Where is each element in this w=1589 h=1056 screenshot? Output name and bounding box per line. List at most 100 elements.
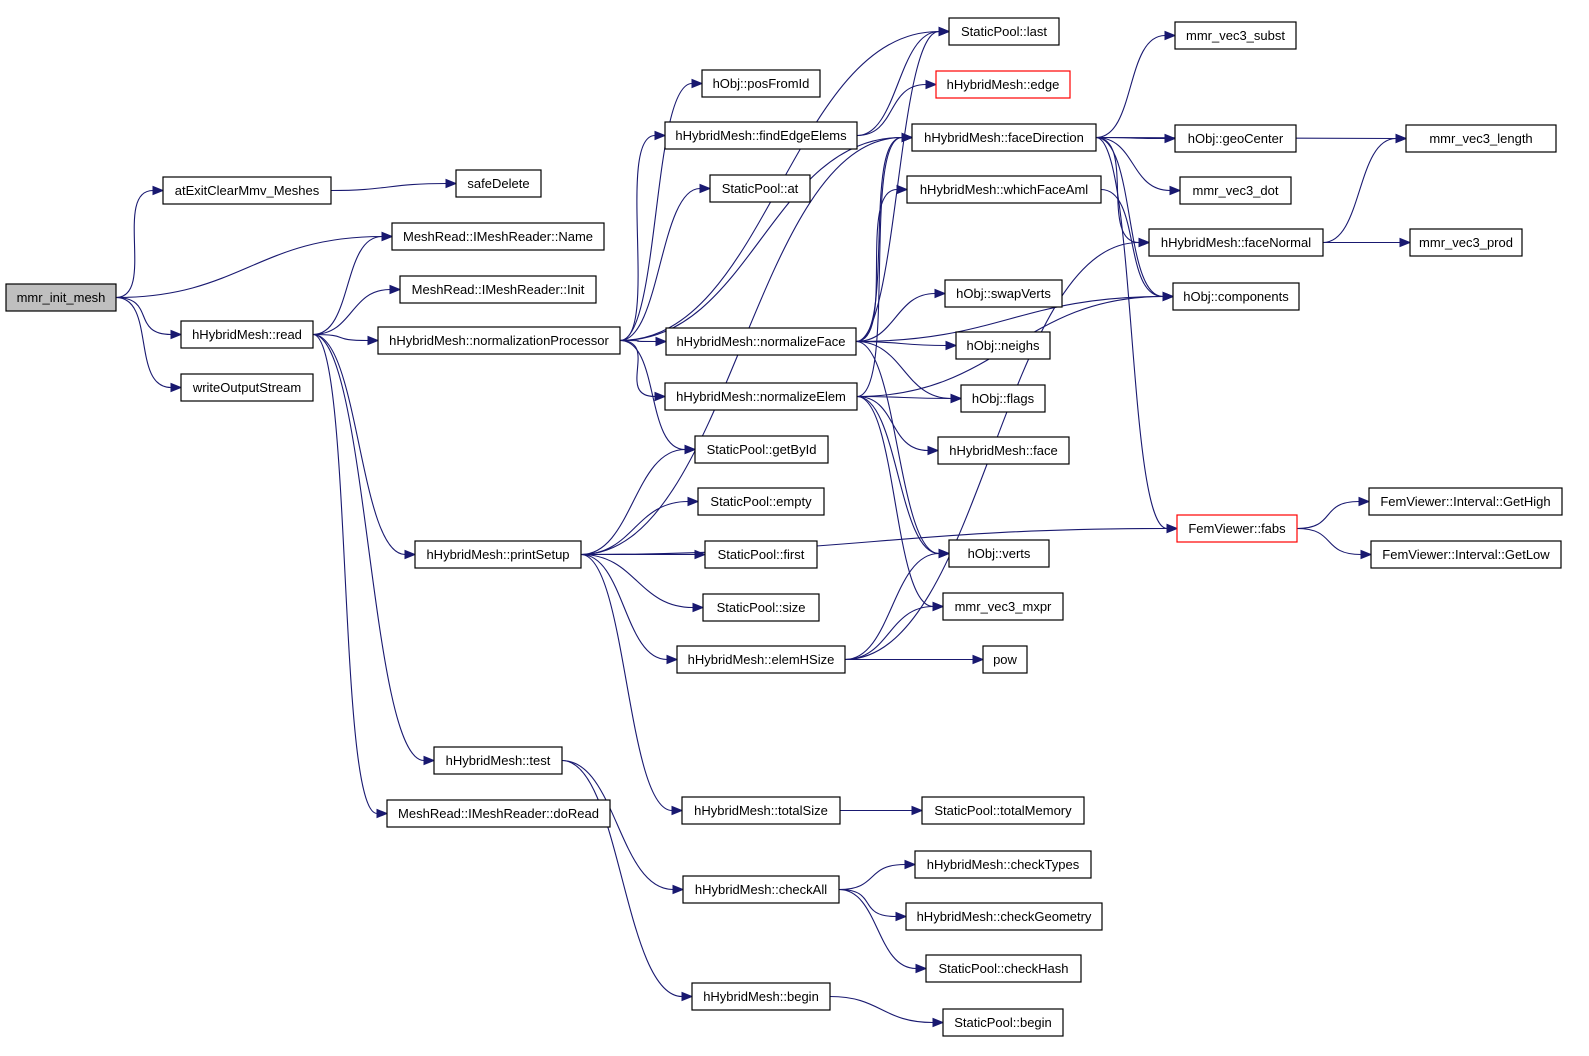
node-mmr_init_mesh[interactable]: mmr_init_mesh: [5, 283, 117, 312]
node-getHigh[interactable]: FemViewer::Interval::GetHigh: [1368, 487, 1563, 516]
node-label: safeDelete: [467, 176, 529, 191]
node-checkGeom[interactable]: hHybridMesh::checkGeometry: [905, 902, 1103, 931]
edge-arrowhead: [911, 805, 924, 816]
node-box: [942, 592, 1064, 621]
node-normFace[interactable]: hHybridMesh::normalizeFace: [665, 327, 857, 356]
node-flags[interactable]: hObj::flags: [960, 384, 1046, 413]
node-prod[interactable]: mmr_vec3_prod: [1409, 228, 1523, 257]
node-box: [955, 331, 1051, 360]
edge-line: [856, 136, 903, 398]
edge-line: [1095, 136, 1171, 192]
edge-line: [1095, 136, 1166, 140]
node-faceNormal[interactable]: hHybridMesh::faceNormal: [1148, 228, 1324, 257]
node-box: [1174, 21, 1297, 50]
node-label: FemViewer::Interval::GetHigh: [1380, 494, 1550, 509]
node-posFromId[interactable]: hObj::posFromId: [701, 69, 821, 98]
node-label: StaticPool::empty: [710, 494, 812, 509]
node-read[interactable]: hHybridMesh::read: [180, 320, 314, 349]
node-subst[interactable]: mmr_vec3_subst: [1174, 21, 1297, 50]
node-box: [1409, 228, 1523, 257]
node-spFirst[interactable]: StaticPool::first: [704, 540, 818, 569]
edge-line: [838, 888, 917, 970]
node-label: hHybridMesh::read: [192, 327, 302, 342]
node-dot[interactable]: mmr_vec3_dot: [1179, 176, 1292, 205]
node-spSize[interactable]: StaticPool::size: [702, 593, 820, 622]
node-verts[interactable]: hObj::verts: [948, 539, 1050, 568]
node-begin[interactable]: hHybridMesh::begin: [691, 982, 831, 1011]
node-fabs[interactable]: FemViewer::fabs: [1176, 514, 1298, 543]
node-spEmpty[interactable]: StaticPool::empty: [697, 487, 825, 516]
node-swapVerts[interactable]: hObj::swapVerts: [944, 279, 1063, 308]
node-box: [664, 121, 858, 150]
edge-arrowhead: [654, 130, 667, 141]
node-getById[interactable]: StaticPool::getById: [694, 435, 829, 464]
node-label: FemViewer::Interval::GetLow: [1382, 547, 1550, 562]
node-doRead[interactable]: MeshRead::IMeshReader::doRead: [386, 799, 611, 828]
node-normProc[interactable]: hHybridMesh::normalizationProcessor: [377, 326, 621, 355]
edge-normFace-to-swapVerts: [855, 288, 947, 343]
node-length[interactable]: mmr_vec3_length: [1405, 124, 1557, 153]
edge-arrowhead: [934, 288, 947, 299]
node-test[interactable]: hHybridMesh::test: [433, 746, 563, 775]
edge-faceDir-to-components: [1095, 136, 1175, 302]
node-findEdge[interactable]: hHybridMesh::findEdgeElems: [664, 121, 858, 150]
node-mrInit[interactable]: MeshRead::IMeshReader::Init: [399, 275, 597, 304]
node-spLast[interactable]: StaticPool::last: [948, 17, 1060, 46]
edge-line: [580, 553, 673, 812]
edge-line: [1100, 188, 1164, 298]
node-elemH[interactable]: hHybridMesh::elemHSize: [676, 645, 846, 674]
edge-mmr_init_mesh-to-atExit: [115, 185, 165, 299]
node-box: [162, 176, 332, 205]
edge-arrowhead: [972, 654, 985, 665]
node-label: MeshRead::IMeshReader::doRead: [398, 806, 599, 821]
node-components[interactable]: hObj::components: [1172, 282, 1300, 311]
node-label: mmr_vec3_prod: [1419, 235, 1513, 250]
edge-normElem-to-faceDir: [856, 132, 914, 398]
node-face[interactable]: hHybridMesh::face: [937, 436, 1070, 465]
edge-line: [619, 82, 693, 342]
edge-arrowhead: [170, 329, 183, 340]
node-box: [414, 540, 582, 569]
node-spBegin[interactable]: StaticPool::begin: [942, 1008, 1064, 1037]
edge-line: [312, 288, 391, 336]
edge-line: [115, 296, 172, 389]
edge-printSetup-to-fabs: [580, 523, 1179, 556]
node-box: [180, 373, 314, 402]
node-writeOut[interactable]: writeOutputStream: [180, 373, 314, 402]
edge-line: [1095, 136, 1168, 530]
edge-arrowhead: [1164, 133, 1177, 144]
node-faceDir[interactable]: hHybridMesh::faceDirection: [911, 123, 1097, 152]
node-mrName[interactable]: MeshRead::IMeshReader::Name: [391, 222, 605, 251]
node-checkAll[interactable]: hHybridMesh::checkAll: [682, 875, 840, 904]
edge-arrowhead: [1164, 30, 1177, 41]
node-checkHash[interactable]: StaticPool::checkHash: [925, 954, 1082, 983]
node-label: hHybridMesh::totalSize: [694, 803, 828, 818]
node-totalSize[interactable]: hHybridMesh::totalSize: [681, 796, 841, 825]
node-checkTypes[interactable]: hHybridMesh::checkTypes: [914, 850, 1092, 879]
node-label: MeshRead::IMeshReader::Init: [412, 282, 585, 297]
node-totalMem[interactable]: StaticPool::totalMemory: [921, 796, 1085, 825]
node-normElem[interactable]: hHybridMesh::normalizeElem: [664, 382, 858, 411]
node-edge[interactable]: hHybridMesh::edge: [935, 70, 1071, 99]
edge-line: [619, 339, 656, 398]
node-neighs[interactable]: hObj::neighs: [955, 331, 1051, 360]
edge-line: [856, 395, 934, 608]
node-spAt[interactable]: StaticPool::at: [709, 174, 811, 203]
node-getLow[interactable]: FemViewer::Interval::GetLow: [1370, 540, 1562, 569]
node-pow[interactable]: pow: [982, 645, 1028, 674]
node-box: [960, 384, 1046, 413]
node-mxpr[interactable]: mmr_vec3_mxpr: [942, 592, 1064, 621]
edge-arrowhead: [915, 963, 928, 974]
edge-arrowhead: [654, 391, 667, 402]
node-atExit[interactable]: atExitClearMmv_Meshes: [162, 176, 332, 205]
node-box: [664, 382, 858, 411]
node-box: [1148, 228, 1324, 257]
node-whichFace[interactable]: hHybridMesh::whichFaceAml: [906, 175, 1102, 204]
edge-line: [829, 995, 934, 1024]
edge-line: [1322, 137, 1397, 244]
node-printSetup[interactable]: hHybridMesh::printSetup: [414, 540, 582, 569]
node-safeDelete[interactable]: safeDelete: [455, 169, 542, 198]
node-label: FemViewer::fabs: [1188, 521, 1286, 536]
node-geoCenter[interactable]: hObj::geoCenter: [1174, 124, 1297, 153]
